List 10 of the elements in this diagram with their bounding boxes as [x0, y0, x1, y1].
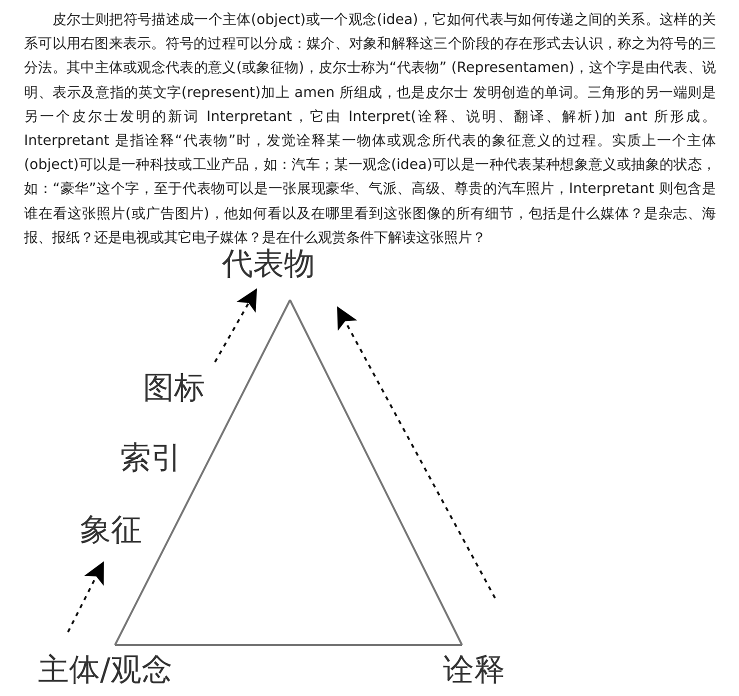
vertex-label: 主体/观念	[38, 652, 172, 688]
triangle-side	[114, 300, 291, 646]
vertex-label: 代表物	[222, 246, 315, 282]
vertex-label: 诠释	[443, 652, 505, 688]
triangle-side	[289, 300, 463, 646]
sign-type-label: 索引	[120, 440, 182, 476]
body-paragraph: 皮尔士则把符号描述成一个主体(object)或一个观念(idea)，它如何代表与如何传递之间的关系。这样的关系可以用右图来表示。符号的过程可以分成：媒介、对象和解释这三个阶段的存在形式去认识，称之为符号的三分法。其中主体或观念代表的意义(或象征物)，皮尔士称为“代表物” (Representamen)，这个字是由代表、说明、表示及意指的英文字(represent)加上 amen 所组成，也是皮尔士 发明创造的单词。三角形的另一端则是另一个皮尔士发明的新词 Interpretant，它由 Interpret(诠释、说明、翻译、解析)加 ant 所形成。Interpretant 是指诠释“代表物”时，发觉诠释某一物体或观念所代表的象征意义的过程。实质上一个主体(object)可以是一种科技或工业产品，如：汽车；某一观念(idea)可以是一种代表某种想象意义或抽象的状态，如：“豪华”这个字，至于代表物可以是一张展现豪华、气派、高级、尊贵的汽车照片，Interpretant 则包含是谁在看这张照片(或广告图片)，他如何看以及在哪里看到这张图像的所有细节，包括是什么媒体？是杂志、海报、报纸？还是电视或其它电子媒体？是在什么观赏条件下解读这张照片？	[24, 11, 716, 248]
sign-type-label: 象征	[80, 512, 142, 548]
sign-type-label: 图标	[143, 370, 205, 406]
triangle-side	[115, 644, 462, 646]
